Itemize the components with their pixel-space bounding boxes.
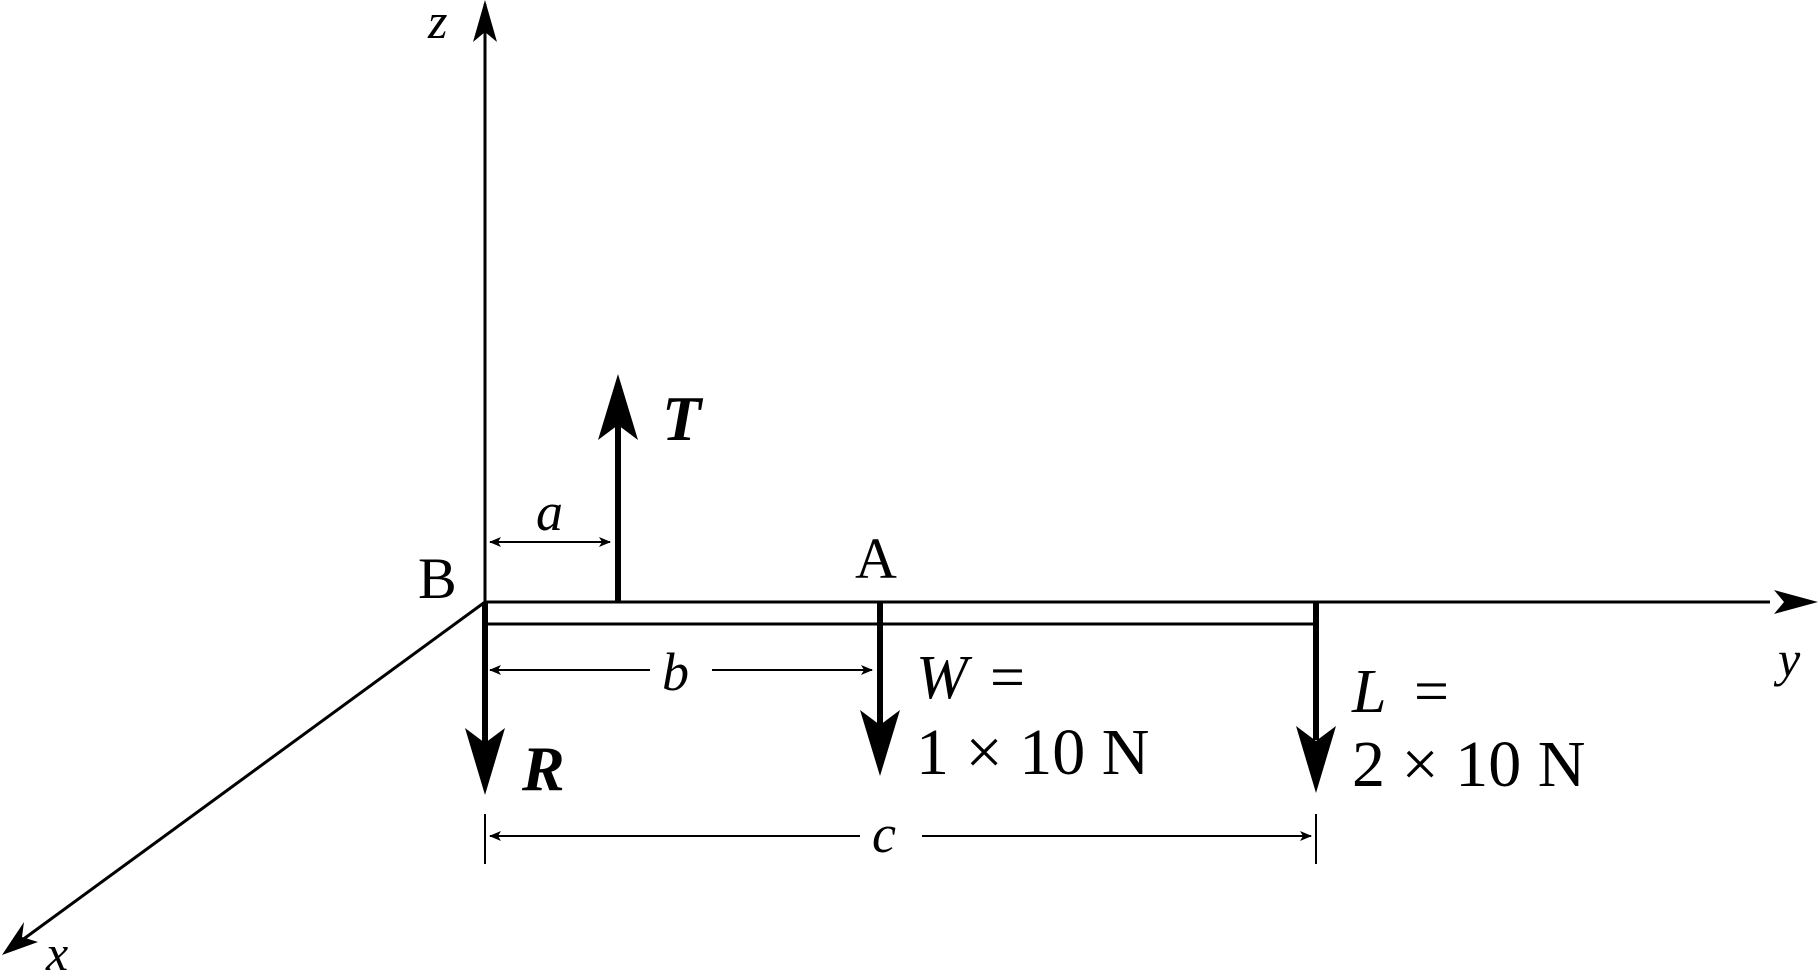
dimension-c-label: c xyxy=(872,804,896,864)
force-l-value: 2 × 10 N xyxy=(1352,728,1585,801)
force-r-arrow xyxy=(465,602,505,795)
force-r-label: R xyxy=(521,733,565,804)
force-l-arrow xyxy=(1296,602,1336,793)
point-b-label: B xyxy=(418,546,457,611)
x-axis-arrowhead xyxy=(2,922,38,955)
z-axis-label: z xyxy=(427,0,447,49)
force-w-symbol: W xyxy=(916,644,973,712)
force-w-equals: = xyxy=(990,644,1025,712)
beam xyxy=(485,600,1316,626)
force-t-label: T xyxy=(662,383,704,454)
x-axis xyxy=(13,600,486,948)
force-l-equals: = xyxy=(1414,658,1449,726)
y-axis-label: y xyxy=(1773,631,1801,687)
dimension-b-label: b xyxy=(662,642,689,702)
force-w-arrow xyxy=(860,602,900,776)
x-axis-label: x xyxy=(45,925,68,976)
point-a-label: A xyxy=(855,526,897,591)
dimension-c xyxy=(484,814,1317,864)
force-t-arrow xyxy=(598,374,638,602)
y-axis-arrowhead xyxy=(1774,590,1818,614)
z-axis-arrowhead xyxy=(473,0,497,42)
force-l-symbol: L xyxy=(1351,658,1386,726)
dimension-a-label: a xyxy=(536,482,563,542)
force-w-value: 1 × 10 N xyxy=(916,716,1149,789)
axes xyxy=(2,0,1818,955)
